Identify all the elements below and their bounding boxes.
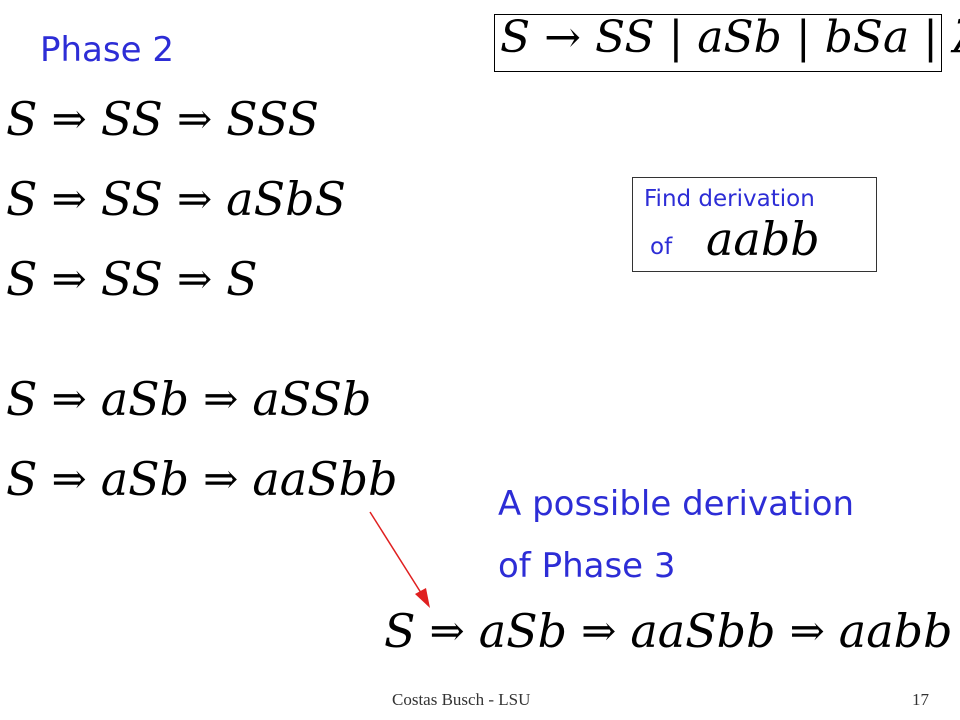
- find-derivation-label: Find derivation: [644, 186, 815, 212]
- derive-arrow-icon: ⇒: [203, 374, 239, 423]
- derivation-step: aaSbb: [252, 452, 398, 506]
- derivation-step: S: [6, 252, 38, 306]
- derive-arrow-icon: ⇒: [51, 454, 87, 503]
- derivation-step: aSbS: [226, 172, 347, 226]
- derivation-step: aabb: [838, 604, 953, 658]
- derivation-step: SS: [100, 252, 163, 306]
- derivation-row: S ⇒ SS ⇒ SSS: [6, 92, 319, 146]
- derive-arrow-icon: ⇒: [51, 374, 87, 423]
- derive-arrow-icon: ⇒: [176, 174, 213, 223]
- derivation-step: SSS: [226, 92, 320, 146]
- derivation-step: SS: [100, 172, 163, 226]
- derive-arrow-icon: ⇒: [789, 606, 825, 655]
- grammar-rule: S → SS | aSb | bSa | λ: [500, 12, 960, 63]
- derive-arrow-icon: ⇒: [51, 94, 87, 143]
- derivation-step: S: [6, 452, 38, 506]
- derive-arrow-icon: ⇒: [581, 606, 617, 655]
- derivation-row: S ⇒ aSb ⇒ aaSbb: [6, 452, 398, 506]
- derive-arrow-icon: ⇒: [429, 606, 465, 655]
- derive-arrow-icon: ⇒: [51, 254, 87, 303]
- footer-author: Costas Busch - LSU: [392, 690, 531, 709]
- slide-title: Phase 2: [40, 30, 174, 70]
- target-string: aabb: [706, 212, 820, 266]
- phase3-note-line2: of Phase 3: [498, 546, 676, 586]
- derivation-step: S: [6, 92, 38, 146]
- derivation-row: S ⇒ aSb ⇒ aSSb: [6, 372, 371, 426]
- derive-arrow-icon: ⇒: [51, 174, 87, 223]
- derivation-step: S: [226, 252, 258, 306]
- derive-arrow-icon: ⇒: [203, 454, 239, 503]
- derivation-row: S ⇒ SS ⇒ aSbS: [6, 172, 346, 226]
- derivation-step: aaSbb: [630, 604, 776, 658]
- derive-arrow-icon: ⇒: [176, 94, 213, 143]
- page-number: 17: [912, 690, 929, 709]
- derivation-step: aSb: [478, 604, 568, 658]
- grammar-box: [494, 14, 942, 72]
- derive-arrow-icon: ⇒: [176, 254, 213, 303]
- derivation-step: S: [6, 372, 38, 426]
- derivation-step: aSSb: [252, 372, 372, 426]
- derivation-step: S: [6, 172, 38, 226]
- find-derivation-box: [632, 177, 877, 272]
- derivation-step: SS: [100, 92, 163, 146]
- phase3-note-line1: A possible derivation: [498, 484, 855, 524]
- derivation-step: aSb: [100, 452, 190, 506]
- derivation-row: S ⇒ SS ⇒ S: [6, 252, 258, 306]
- derivation-step: aSb: [100, 372, 190, 426]
- final-derivation: S ⇒ aSb ⇒ aaSbb ⇒ aabb: [384, 604, 953, 658]
- derivation-step: S: [384, 604, 416, 658]
- find-derivation-of: of: [650, 234, 673, 260]
